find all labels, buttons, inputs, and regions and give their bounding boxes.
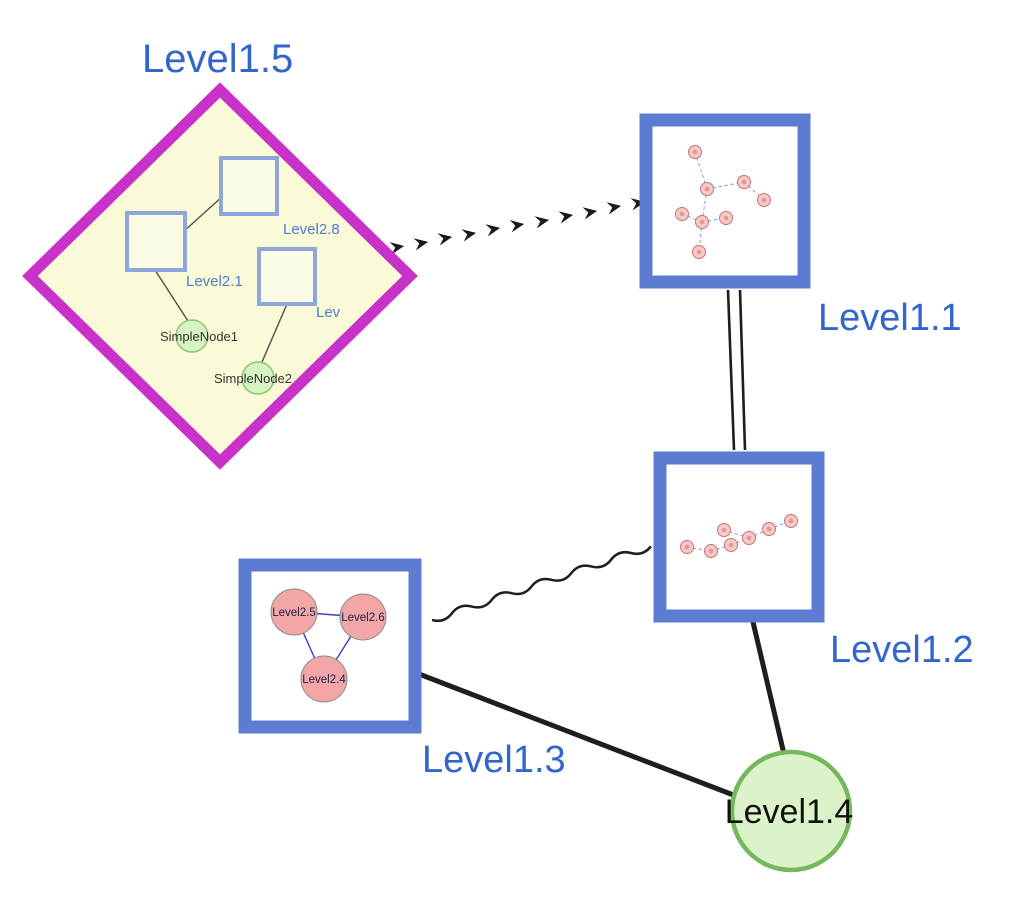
- subnode[interactable]: [695, 215, 709, 229]
- edge-level1-3-to-level1-2[interactable]: [431, 545, 652, 623]
- node-level2-8-label: Level2.8: [283, 221, 340, 238]
- node-level2-4-label: Level2.4: [302, 674, 346, 686]
- subnode[interactable]: [692, 245, 706, 259]
- node-simplenode2-circle[interactable]: [241, 361, 275, 395]
- subnode[interactable]: [688, 145, 702, 159]
- level1-1-subgraph: [675, 145, 771, 259]
- node-level2-6-label: Level2.6: [341, 612, 384, 624]
- subnode[interactable]: [757, 193, 771, 207]
- edge-level1-2-to-level1-4[interactable]: [750, 621, 787, 755]
- node-level2-6-circle[interactable]: [339, 593, 387, 641]
- node-level1-2-group: Level1.2: [653, 451, 974, 671]
- edge-level2-1-to-level2-8[interactable]: [182, 195, 224, 233]
- node-simplenode1-label: SimpleNode1: [160, 329, 238, 344]
- node-level1-4-label: Level1.4: [725, 793, 854, 831]
- edge-lev-to-simplenode2[interactable]: [261, 303, 288, 363]
- subnode[interactable]: [762, 522, 776, 536]
- node-level1-3-label: Level1.3: [422, 739, 566, 781]
- edge-level1-1-to-level1-2[interactable]: [726, 289, 747, 451]
- node-level1-3-box[interactable]: [238, 558, 422, 734]
- subnode[interactable]: [719, 211, 733, 225]
- node-level1-2-box[interactable]: [653, 451, 825, 623]
- node-level2-partial-box[interactable]: [257, 247, 317, 306]
- subnode[interactable]: [704, 544, 718, 558]
- subnode[interactable]: [700, 182, 714, 196]
- level1-2-subgraph: [680, 514, 798, 558]
- node-level1-5-label: Level1.5: [142, 37, 293, 81]
- subnode[interactable]: [742, 531, 756, 545]
- node-level1-4-group: Level1.4: [725, 749, 854, 873]
- node-level1-5-diamond[interactable]: [22, 82, 418, 470]
- edge-level1-3-to-level1-4[interactable]: [418, 671, 737, 799]
- subnode[interactable]: [724, 538, 738, 552]
- subnode[interactable]: [680, 540, 694, 554]
- node-level1-1-group: Level1.1: [639, 113, 962, 339]
- node-level1-1-label: Level1.1: [818, 297, 962, 339]
- node-level1-2-label: Level1.2: [830, 629, 974, 671]
- node-level2-8-box[interactable]: [219, 156, 279, 216]
- node-level2-partial-label: Lev: [316, 304, 341, 321]
- node-level1-1-box[interactable]: [639, 113, 811, 289]
- node-simplenode2-label: SimpleNode2: [214, 371, 292, 386]
- edge-level2-1-to-simplenode1[interactable]: [154, 269, 189, 322]
- node-level1-4-circle[interactable]: [729, 749, 853, 873]
- subnode[interactable]: [717, 523, 731, 537]
- subnode[interactable]: [737, 175, 751, 189]
- node-level2-4-circle[interactable]: [300, 655, 348, 703]
- level1-3-subgraph: Level2.5 Level2.6 Level2.4: [270, 588, 387, 703]
- node-simplenode1-circle[interactable]: [175, 319, 209, 353]
- subnode[interactable]: [675, 207, 689, 221]
- node-level2-1-label: Level2.1: [186, 273, 243, 290]
- subnode[interactable]: [784, 514, 798, 528]
- node-level1-3-group: Level2.5 Level2.6 Level2.4 Level1.3: [238, 558, 566, 781]
- subnode-edge[interactable]: [723, 529, 750, 539]
- edge-level1-5-to-level1-1[interactable]: [389, 198, 646, 255]
- node-level2-5-label: Level2.5: [272, 607, 315, 619]
- node-level2-5-circle[interactable]: [270, 588, 318, 636]
- node-level2-1-box[interactable]: [125, 211, 187, 272]
- node-level1-5-group: Level1.5 Level2.8 Level2.1 Lev SimpleNod…: [22, 37, 418, 470]
- subnode-edge[interactable]: [743, 181, 765, 201]
